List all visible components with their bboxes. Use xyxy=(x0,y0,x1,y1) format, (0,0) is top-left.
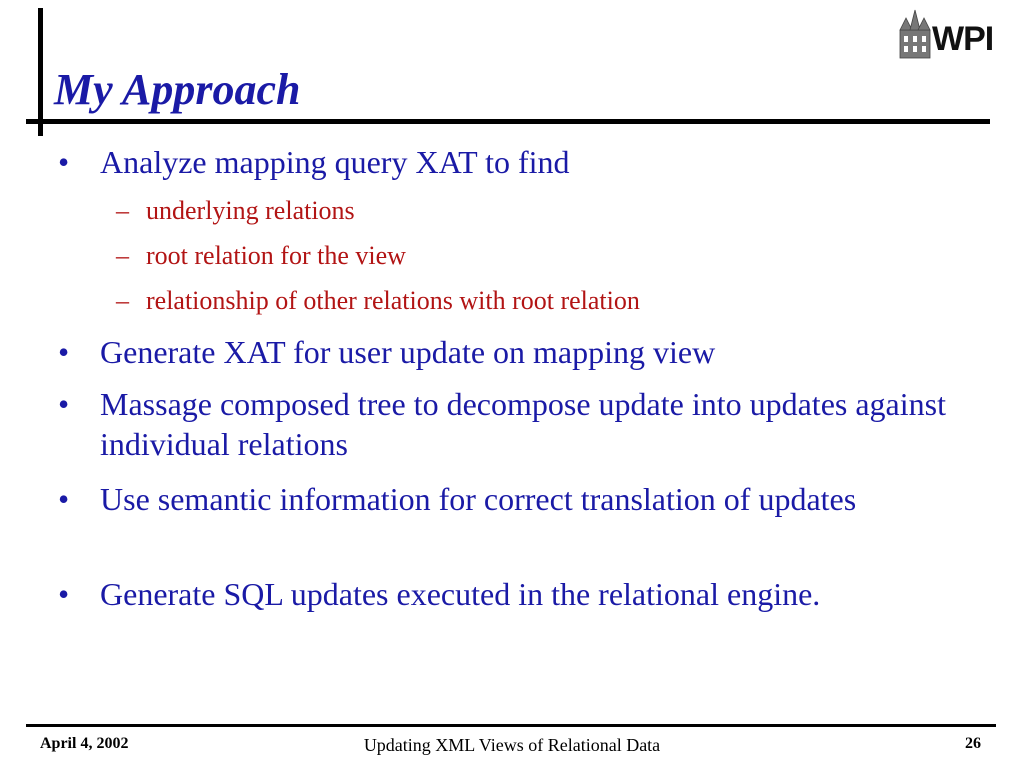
bullet-item: • Massage composed tree to decompose upd… xyxy=(58,384,960,464)
sub-bullet-text: underlying relations xyxy=(146,196,355,225)
sub-bullet-dash: – xyxy=(116,196,129,225)
wpi-building-logo-icon xyxy=(899,9,931,59)
bullet-dot: • xyxy=(58,386,70,422)
sub-bullet-text: root relation for the view xyxy=(146,241,406,270)
sub-bullet-dash: – xyxy=(116,241,129,270)
bullet-text: Use semantic information for correct tra… xyxy=(100,481,857,517)
sub-bullet-item: – root relation for the view xyxy=(116,241,946,271)
footer-title: Updating XML Views of Relational Data xyxy=(363,735,661,755)
bullet-text: Massage composed tree to decompose updat… xyxy=(100,386,946,462)
bullet-dot: • xyxy=(58,481,70,517)
footer-date: April 4, 2002 xyxy=(40,735,129,752)
bullet-text: Analyze mapping query XAT to find xyxy=(100,144,570,180)
bullet-item: • Analyze mapping query XAT to find xyxy=(58,142,960,182)
bullet-dot: • xyxy=(58,144,70,180)
bullet-item: • Use semantic information for correct t… xyxy=(58,479,960,519)
page-number: 26 xyxy=(965,735,981,752)
sub-bullet-item: – underlying relations xyxy=(116,196,946,226)
bullet-dot: • xyxy=(58,334,70,370)
bullet-text: Generate SQL updates executed in the rel… xyxy=(100,576,821,612)
left-vertical-rule xyxy=(38,8,43,136)
bullet-dot: • xyxy=(58,576,70,612)
sub-bullet-dash: – xyxy=(116,286,129,315)
logo-wordmark: WPI xyxy=(932,20,994,58)
bullet-item: • Generate SQL updates executed in the r… xyxy=(58,574,960,614)
sub-bullet-text: relationship of other relations with roo… xyxy=(146,286,640,315)
sub-bullet-item: – relationship of other relations with r… xyxy=(116,286,946,316)
bullet-item: • Generate XAT for user update on mappin… xyxy=(58,332,960,372)
slide-title: My Approach xyxy=(54,65,301,114)
title-underline-rule xyxy=(26,119,990,124)
bullet-text: Generate XAT for user update on mapping … xyxy=(100,334,716,370)
footer-rule xyxy=(26,724,996,727)
